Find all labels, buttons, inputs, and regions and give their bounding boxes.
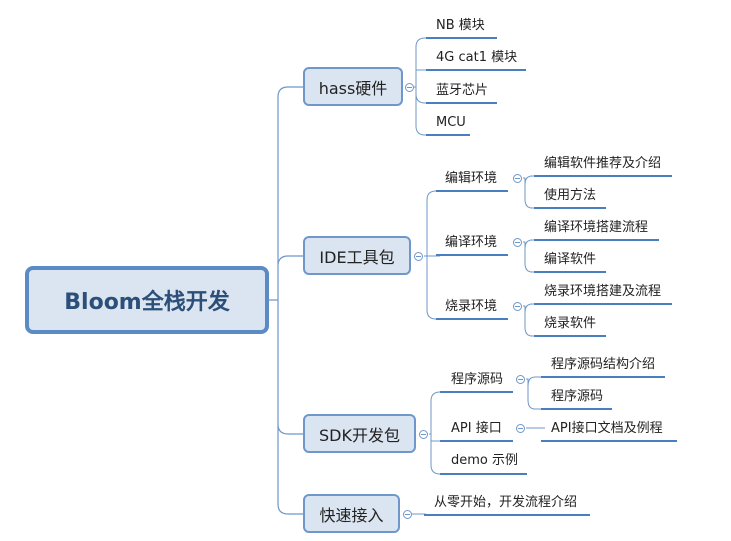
leaf-source-code[interactable]: 程序源码 xyxy=(551,389,604,404)
leaf-compile-setup[interactable]: 编译环境搭建流程 xyxy=(544,220,649,235)
leaf-compile-software[interactable]: 编译软件 xyxy=(544,252,597,267)
source-connector xyxy=(526,376,545,410)
compile-env-connector xyxy=(523,239,538,273)
subtopic-edit-env[interactable]: 编辑环境 xyxy=(445,171,498,186)
topic-quick-access[interactable]: 快速接入 xyxy=(303,494,400,533)
leaf-nb-module[interactable]: NB 模块 xyxy=(436,18,485,33)
collapse-ide-icon[interactable] xyxy=(414,252,423,261)
subtopic-api[interactable]: API 接口 xyxy=(451,421,502,436)
leaf-demo-examples[interactable]: demo 示例 xyxy=(451,453,518,468)
collapse-flash-env-icon[interactable] xyxy=(513,302,522,311)
root-connector xyxy=(269,86,303,515)
root-topic[interactable]: Bloom全栈开发 xyxy=(25,266,269,334)
topic-sdk-package[interactable]: SDK开发包 xyxy=(303,414,416,453)
leaf-dev-flow-intro[interactable]: 从零开始，开发流程介绍 xyxy=(434,495,578,510)
leaf-bluetooth-chip[interactable]: 蓝牙芯片 xyxy=(436,83,489,98)
leaf-usage-method[interactable]: 使用方法 xyxy=(544,188,597,203)
topic-ide-toolkit[interactable]: IDE工具包 xyxy=(303,236,411,275)
collapse-source-icon[interactable] xyxy=(516,375,525,384)
subtopic-flash-env[interactable]: 烧录环境 xyxy=(445,299,498,314)
leaf-edit-software-intro[interactable]: 编辑软件推荐及介绍 xyxy=(544,156,662,171)
leaf-flash-software[interactable]: 烧录软件 xyxy=(544,316,597,331)
leaf-mcu[interactable]: MCU xyxy=(436,115,466,130)
leaf-source-structure[interactable]: 程序源码结构介绍 xyxy=(551,357,656,372)
leaf-api-docs[interactable]: API接口文档及例程 xyxy=(551,421,663,436)
collapse-api-icon[interactable] xyxy=(516,424,525,433)
topic-hass-hardware[interactable]: hass硬件 xyxy=(303,67,403,106)
collapse-edit-env-icon[interactable] xyxy=(513,174,522,183)
sdk-connector xyxy=(429,391,444,475)
flash-env-connector xyxy=(523,303,538,337)
collapse-sdk-icon[interactable] xyxy=(419,430,428,439)
subtopic-compile-env[interactable]: 编译环境 xyxy=(445,235,498,250)
leaf-4g-cat1-module[interactable]: 4G cat1 模块 xyxy=(436,50,518,65)
collapse-compile-env-icon[interactable] xyxy=(513,238,522,247)
edit-env-connector xyxy=(523,175,538,209)
subtopic-source-code[interactable]: 程序源码 xyxy=(451,372,504,387)
collapse-hass-icon[interactable] xyxy=(405,83,414,92)
hass-connector xyxy=(414,37,430,136)
leaf-flash-setup[interactable]: 烧录环境搭建及流程 xyxy=(544,284,662,299)
collapse-quick-icon[interactable] xyxy=(403,510,412,519)
